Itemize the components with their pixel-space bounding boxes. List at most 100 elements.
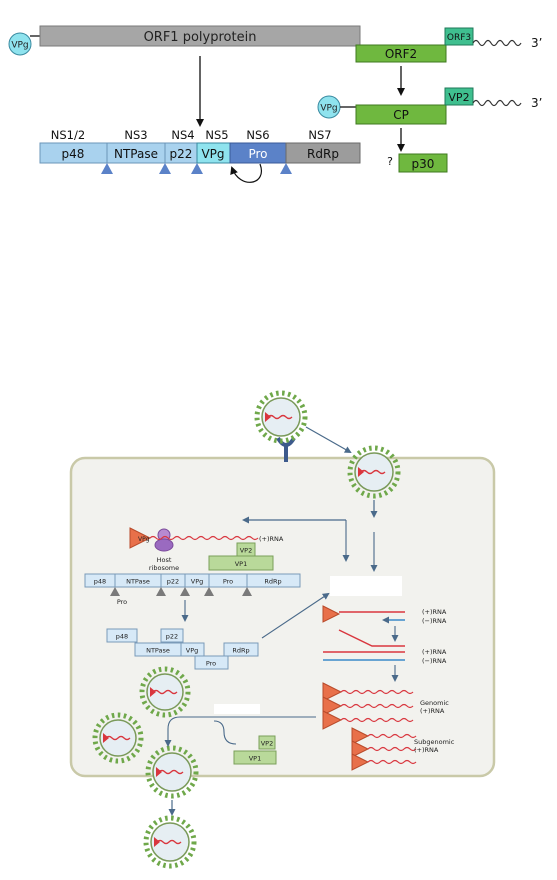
cleaved-label: NTPase: [146, 647, 170, 655]
cleavage-site: [101, 163, 113, 174]
replicase-arrow: [261, 592, 330, 639]
ribosome-large: [154, 538, 174, 552]
genomic-label: (+)RNA: [420, 707, 445, 715]
cleaved-segment: [194, 655, 229, 670]
poly-label: Pro: [223, 578, 233, 586]
virion-rna: [152, 689, 178, 695]
vp1-box: [208, 555, 274, 571]
blank-label-box: [330, 576, 402, 596]
vp2-bar: [444, 87, 474, 106]
vpg-triangle: [351, 727, 370, 745]
cleaved-segment: [223, 642, 259, 657]
vpg-triangle: [322, 696, 343, 716]
virion-rna: [158, 769, 184, 775]
ns-label: NS6: [246, 128, 269, 142]
vpg-label: VPg: [11, 41, 28, 51]
virion-vpg: [103, 733, 109, 743]
virion-budding: [145, 745, 199, 799]
ribosome-label: ribosome: [149, 564, 179, 572]
cleaved-label: VPg: [186, 647, 199, 655]
virion-spikes: [347, 445, 401, 499]
vpg-triangle: [351, 753, 370, 771]
cleaved-segment: [180, 642, 205, 657]
poly-label: p22: [167, 578, 179, 586]
cleaved-label: p48: [116, 633, 128, 641]
orf3-label: ORF3: [447, 33, 471, 43]
p30-label: p30: [412, 157, 435, 171]
vp2-label: VP2: [240, 547, 253, 555]
three-prime-label: 3’: [531, 36, 542, 50]
vpg-triangle: [351, 740, 370, 758]
vp1-label: VP1: [249, 755, 262, 763]
virion-vpg: [156, 767, 162, 777]
cleaved-label: Pro: [206, 660, 216, 668]
virion-vpg: [265, 412, 271, 422]
replication: (+)RNA (−)RNA (+)RNA (−)RNA Genomic (+)R…: [322, 520, 455, 771]
cleaved-segment: [106, 628, 138, 643]
virion-endosome: [347, 445, 401, 499]
vpg-triangle: [322, 605, 341, 623]
vp-join-arrow: [213, 720, 237, 745]
assembly: VP2 VP1: [164, 716, 316, 765]
virion-mature: [139, 666, 191, 718]
virion-capsid: [261, 397, 301, 437]
cp-label: CP: [393, 108, 409, 122]
virion-vpg: [358, 467, 364, 477]
subgenomic-rna: [367, 733, 417, 739]
ns-label: NS4: [171, 128, 194, 142]
segment-rdrp: [285, 142, 361, 164]
cp-bar: [355, 104, 447, 125]
poly-segment: [246, 573, 301, 588]
vpg-triangle: [129, 527, 152, 549]
vp1-label: VP1: [235, 560, 248, 568]
p30-bar: [398, 153, 448, 173]
virion-capsid: [354, 452, 394, 492]
virion-spikes: [143, 815, 197, 869]
blank-label-box: [214, 704, 260, 714]
cleavage-triangle: [156, 587, 166, 596]
cleavage-triangle: [180, 587, 190, 596]
rna-label: (−)RNA: [422, 617, 447, 625]
vpg-label: VPg: [138, 536, 150, 543]
subgenomic-rna: [367, 746, 417, 752]
rna-label: (+)RNA: [259, 535, 284, 543]
question-mark: ?: [387, 155, 393, 168]
segment-label: NTPase: [114, 147, 158, 161]
autocleavage-arrow: [230, 163, 263, 183]
cleavage-triangle: [242, 587, 252, 596]
orf1-label: ORF1 polyprotein: [144, 30, 257, 45]
entry-arrow: [305, 426, 352, 453]
virion-rna: [360, 469, 386, 475]
translation: VPg (+)RNA Host ribosome VP2 VP1: [129, 516, 346, 572]
virion-rna: [267, 414, 293, 420]
segment-label: RdRp: [307, 147, 339, 161]
virion-spikes: [92, 712, 144, 764]
virion-entry: [254, 390, 308, 444]
ns-label: NS1/2: [51, 128, 85, 142]
orf3-bar: [444, 27, 474, 46]
virion-spikes: [254, 390, 308, 444]
segment-label: p48: [62, 147, 85, 161]
vpg-circle: [8, 32, 32, 56]
ns-label: NS3: [124, 128, 147, 142]
cleavage-triangle: [204, 587, 214, 596]
subgenomic-label: Subgenomic: [414, 738, 455, 746]
poly-label: VPg: [191, 578, 204, 586]
cell-polyprotein: p48 NTPase p22 VPg Pro RdRp Pro: [84, 573, 301, 622]
vp2-box: [258, 735, 276, 750]
capsid-expression: VPg CP VP2 3’ ? p30: [317, 66, 542, 173]
virion-released: [143, 815, 197, 869]
virion-assembly: [92, 712, 144, 764]
cleavage-site: [191, 163, 203, 174]
subgenomic-label: (+)RNA: [414, 746, 439, 754]
segment-label: p22: [170, 147, 193, 161]
virion-vpg: [150, 687, 156, 697]
assembly-arrow: [164, 716, 316, 747]
poly-label: NTPase: [126, 578, 150, 586]
vpg-label: VPg: [320, 104, 337, 114]
cleaved-products: p48 p22 NTPase VPg RdRp Pro: [106, 592, 330, 670]
genome-map: VPg ORF1 polyprotein ORF2 ORF3 3’: [8, 25, 542, 127]
cleavage-site: [280, 163, 292, 174]
subgenomic-rna: [367, 759, 417, 765]
